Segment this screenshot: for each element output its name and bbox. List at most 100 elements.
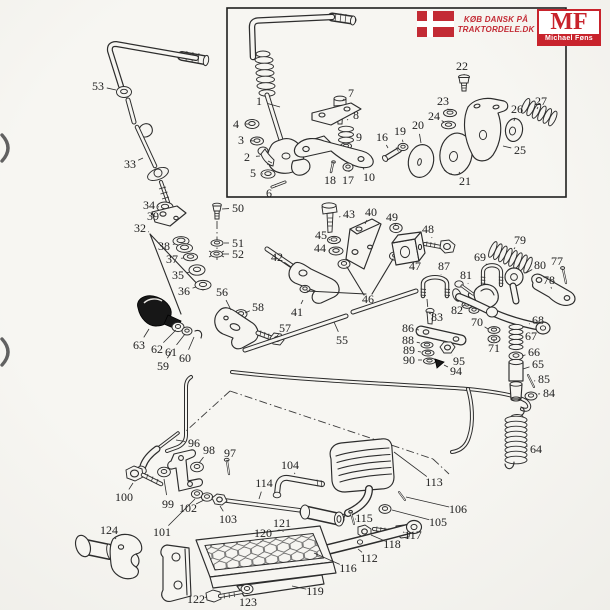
- leader-line-35: [186, 271, 191, 274]
- leader-line-8: [346, 119, 349, 121]
- part-label-60: 60: [179, 351, 191, 365]
- part-label-27: 27: [535, 94, 547, 108]
- clutch-shaft-group: [452, 241, 576, 470]
- pedal-linkage-group: [125, 431, 346, 519]
- part-label-2: 2: [244, 150, 250, 164]
- leader-line-60: [188, 336, 195, 350]
- part-label-51: 51: [232, 236, 244, 250]
- leader-line-53: [106, 87, 117, 91]
- part-label-34: 34: [143, 198, 155, 212]
- part-label-47: 47: [409, 259, 421, 273]
- leader-line-94: [443, 364, 449, 368]
- part-label-122: 122: [187, 592, 205, 606]
- part-label-64: 64: [530, 442, 542, 456]
- leader-line-58: [244, 310, 250, 314]
- part-label-32: 32: [134, 221, 146, 235]
- part-label-68: 68: [532, 313, 544, 327]
- inset-bracket-parts: [293, 95, 374, 174]
- part-label-39: 39: [147, 209, 159, 223]
- leader-line-24: [441, 120, 445, 123]
- leader-line-62: [163, 329, 177, 343]
- part-label-6: 6: [266, 186, 272, 200]
- part-label-7: 7: [348, 86, 354, 100]
- part-label-114: 114: [255, 476, 273, 490]
- part-label-66: 66: [528, 345, 540, 359]
- leader-line-98: [198, 456, 204, 464]
- part-label-16: 16: [376, 130, 388, 144]
- leader-line-80: [525, 269, 533, 274]
- part-label-62: 62: [151, 342, 163, 356]
- leader-line-88: [416, 341, 421, 344]
- leader-line-100: [128, 482, 134, 490]
- part-label-49: 49: [386, 210, 398, 224]
- leader-line-96: [175, 439, 186, 442]
- punch-holes: [0, 133, 10, 367]
- part-label-3: 3: [238, 133, 244, 147]
- part-label-86: 86: [402, 321, 414, 335]
- part-label-33: 33: [124, 157, 136, 171]
- part-label-61: 61: [165, 345, 177, 359]
- leader-line-6: [275, 185, 277, 187]
- part-label-77: 77: [551, 254, 563, 268]
- leader-line-26: [513, 117, 516, 122]
- inset-disc-parts: [381, 74, 558, 178]
- leader-line-55: [333, 321, 339, 332]
- inset-lever-assembly: [248, 12, 357, 176]
- leader-line-61: [176, 333, 186, 346]
- part-label-118: 118: [383, 537, 401, 551]
- part-label-105: 105: [429, 515, 447, 529]
- leader-line-25: [502, 145, 512, 149]
- part-label-26: 26: [511, 102, 523, 116]
- part-label-4: 4: [233, 117, 239, 131]
- part-label-101: 101: [153, 525, 171, 539]
- part-label-70: 70: [471, 315, 483, 329]
- part-label-5: 5: [250, 166, 256, 180]
- part-label-48: 48: [422, 222, 434, 236]
- inset-small-parts-left: [244, 119, 287, 189]
- leader-line-113: [393, 451, 428, 477]
- part-label-96: 96: [188, 436, 200, 450]
- part-label-117: 117: [404, 528, 422, 542]
- part-label-53: 53: [92, 79, 104, 93]
- part-label-121: 121: [273, 516, 291, 530]
- part-label-19: 19: [394, 124, 406, 138]
- part-label-89: 89: [403, 343, 415, 357]
- mf-logo: MF Michael Føns: [537, 9, 601, 46]
- leader-line-82: [462, 304, 465, 307]
- part-label-55: 55: [336, 333, 348, 347]
- control-rods: [165, 288, 532, 454]
- leader-line-114: [258, 491, 262, 500]
- part-label-1: 1: [256, 94, 262, 108]
- leader-line-103: [219, 505, 224, 512]
- part-label-56: 56: [216, 285, 228, 299]
- part-label-106: 106: [449, 502, 467, 516]
- leader-line-40: [364, 219, 368, 225]
- part-label-24: 24: [428, 109, 440, 123]
- part-label-21: 21: [459, 174, 471, 188]
- part-label-50: 50: [232, 201, 244, 215]
- part-label-82: 82: [451, 303, 463, 317]
- part-label-67: 67: [525, 329, 537, 343]
- part-label-85: 85: [538, 372, 550, 386]
- part-label-100: 100: [115, 490, 133, 504]
- part-label-52: 52: [232, 247, 244, 261]
- leader-line-42: [284, 261, 292, 268]
- leader-line-19: [401, 139, 404, 143]
- leader-line-79: [513, 247, 516, 250]
- part-label-36: 36: [178, 284, 190, 298]
- phantom-outline: [185, 390, 450, 475]
- leader-line-56: [225, 299, 232, 311]
- part-label-124: 124: [100, 523, 118, 537]
- part-label-97: 97: [224, 446, 236, 460]
- leader-line-49: [394, 223, 396, 226]
- part-label-25: 25: [514, 143, 526, 157]
- leader-line-104: [294, 472, 296, 475]
- leader-line-57: [276, 334, 279, 337]
- leader-line-101: [168, 498, 196, 526]
- mf-logo-subtext: Michael Føns: [539, 34, 599, 44]
- part-label-69: 69: [474, 250, 486, 264]
- part-label-90: 90: [403, 353, 415, 367]
- part-label-102: 102: [179, 501, 197, 515]
- mf-logo-letters: MF: [550, 9, 588, 35]
- part-label-123: 123: [239, 595, 257, 609]
